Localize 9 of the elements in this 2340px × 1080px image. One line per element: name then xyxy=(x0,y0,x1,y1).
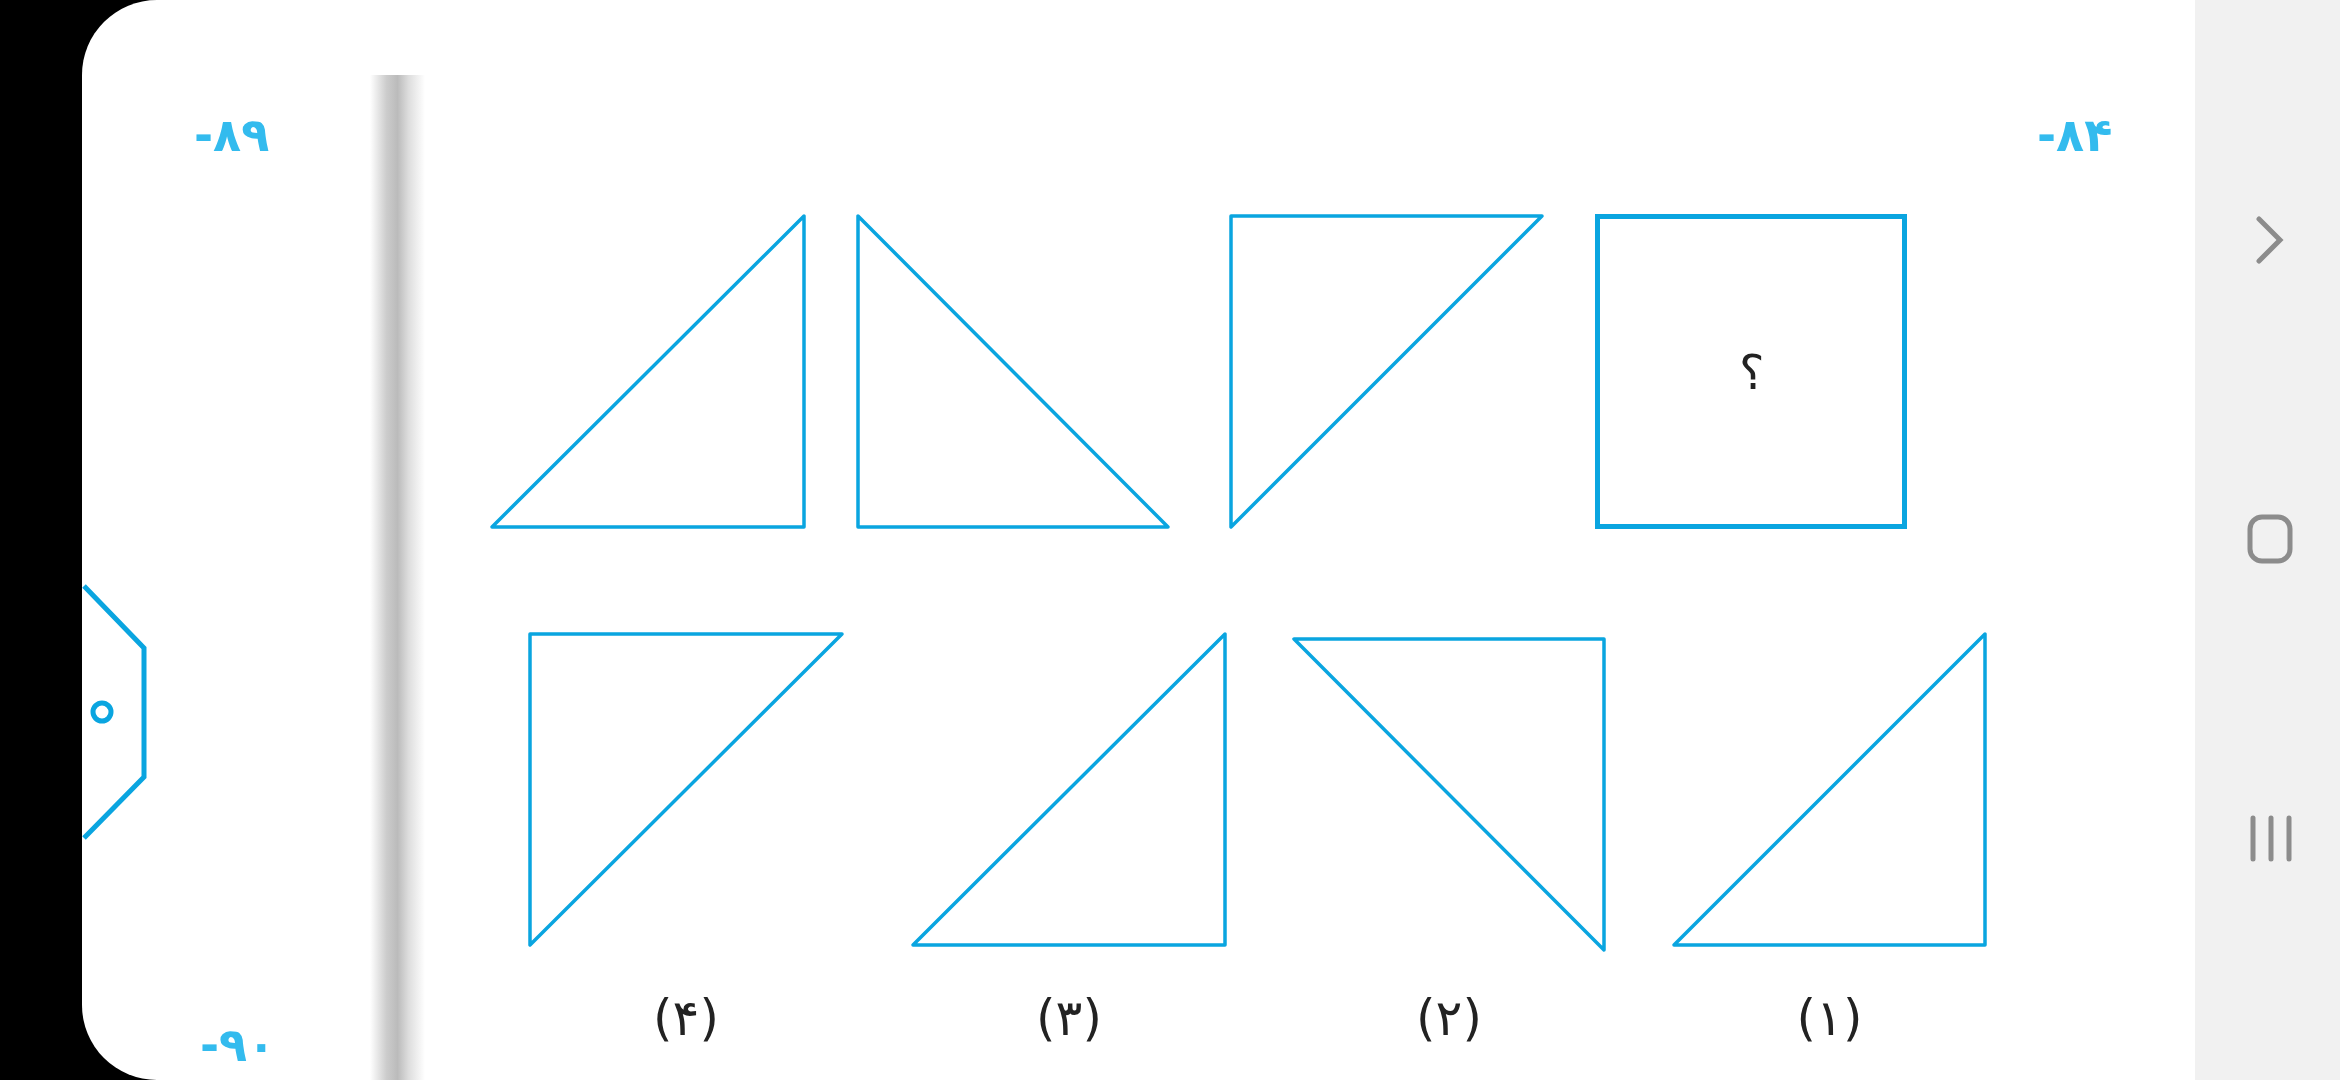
question-box xyxy=(1595,214,1907,529)
option-number: (۲) xyxy=(1416,993,1482,1043)
question-number: ۹۰- xyxy=(200,1022,276,1068)
option-number: (۴) xyxy=(653,993,719,1043)
option-number: (۱) xyxy=(1796,993,1863,1043)
question-mark: ؟ xyxy=(1738,347,1764,396)
option-number: (۳) xyxy=(1036,993,1102,1043)
question-number: ۸۴- xyxy=(2037,112,2113,158)
question-number: ۸۹- xyxy=(194,112,270,158)
